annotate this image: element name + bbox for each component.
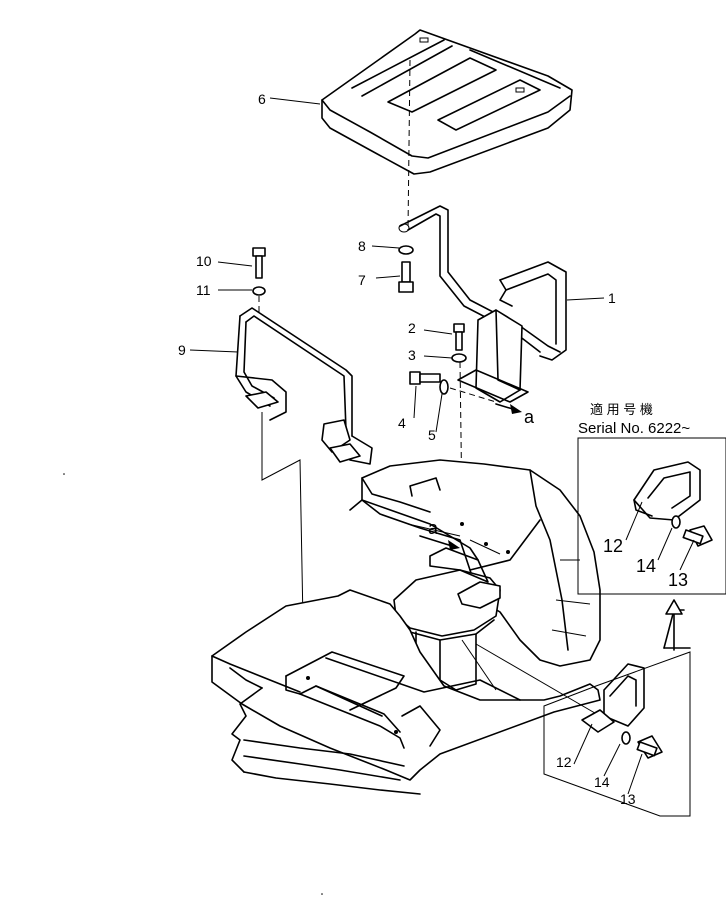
- leader-line: [461, 639, 497, 691]
- callout-6: 6: [258, 91, 266, 107]
- part-11-washer: [252, 286, 266, 296]
- leader-line: [475, 643, 601, 717]
- detail-box-lower: [543, 651, 691, 817]
- inset-labels: 適 用 号 機 Serial No. 6222~ 12 14 13: [578, 402, 690, 590]
- part-9-grab-rail: [235, 307, 373, 465]
- inset-callout-13: 13: [668, 570, 688, 590]
- callout-11: 11: [196, 282, 211, 298]
- part-5-washer: [439, 379, 449, 395]
- leader-lines: [189, 97, 695, 795]
- callout-3: 3: [408, 347, 416, 363]
- callout-4: 4: [398, 415, 406, 431]
- floor-platform: [211, 589, 601, 795]
- alignment-line: [407, 59, 411, 231]
- scan-speck: [321, 893, 323, 895]
- callout-5: 5: [428, 427, 436, 443]
- view-marker-a: a: [524, 407, 535, 427]
- part-1-support-arm: [398, 205, 567, 403]
- callout-1: 1: [608, 290, 616, 306]
- part-10-bolt: [252, 247, 266, 279]
- callout-10: 10: [196, 253, 212, 269]
- inset-callout-12: 12: [603, 536, 623, 556]
- inset-title-jp: 適 用 号 機: [590, 402, 653, 417]
- part-3-washer: [451, 353, 467, 363]
- callout-labels: 6 1 2 3 4 5 8 7 10 11 9 a a 12 14 13: [178, 91, 636, 807]
- callout-9: 9: [178, 342, 186, 358]
- upward-arrow-head: [665, 599, 683, 615]
- callout-2: 2: [408, 320, 416, 336]
- inset-serial: Serial No. 6222~: [578, 420, 690, 437]
- part-8-washer: [398, 245, 414, 255]
- part-7-bolt: [398, 261, 414, 293]
- callout-12: 12: [556, 754, 572, 770]
- callout-13: 13: [620, 791, 636, 807]
- part-6-cover: [321, 29, 573, 175]
- view-marker-a-center: a: [428, 518, 439, 538]
- callout-7: 7: [358, 272, 366, 288]
- serial-inset-box: [577, 437, 726, 595]
- alignment-line: [449, 387, 497, 403]
- callout-8: 8: [358, 238, 366, 254]
- inset-callout-14: 14: [636, 556, 656, 576]
- part-2-bolt: [453, 323, 465, 351]
- scan-speck: [63, 473, 65, 475]
- callout-14: 14: [594, 774, 610, 790]
- operator-seat: [393, 547, 501, 691]
- part-4-bolt: [409, 371, 441, 385]
- seat-console-body: [349, 459, 601, 667]
- view-arrow-a-center: [419, 535, 453, 547]
